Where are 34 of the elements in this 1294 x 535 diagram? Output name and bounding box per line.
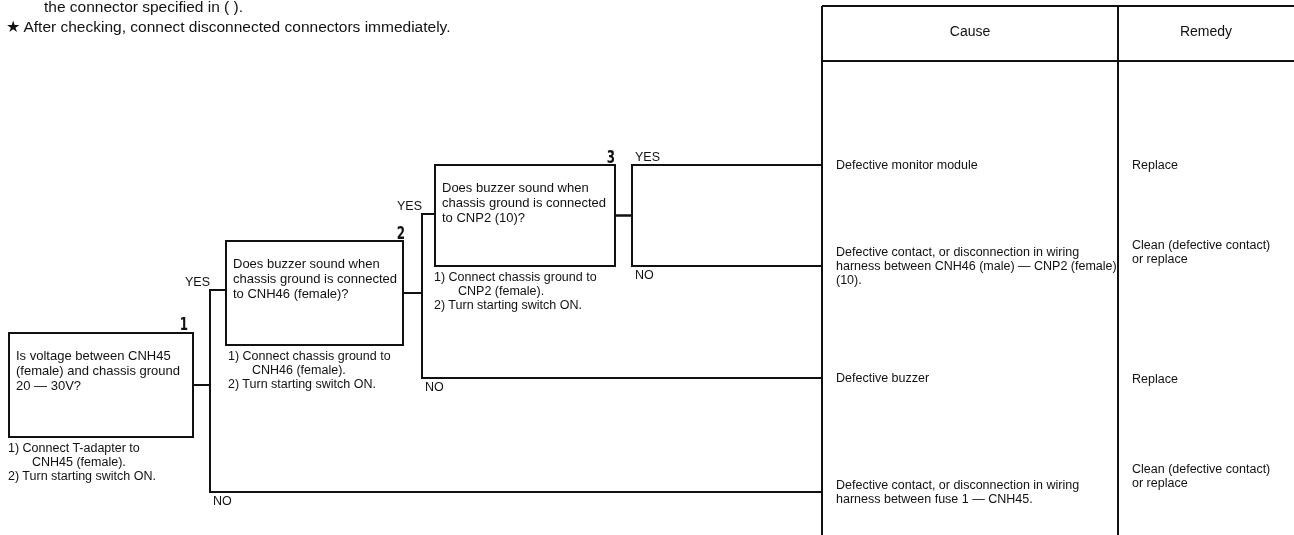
remedy-text: Replace <box>1132 158 1179 172</box>
step-number: 1 <box>178 314 188 334</box>
edge-label: NO <box>212 495 233 508</box>
decision-box <box>225 240 404 346</box>
question-text: Is voltage between CNH45 (female) and chassis ground 20 — 30V? <box>16 348 181 393</box>
decision-box <box>8 332 194 438</box>
instruction-text: 1) Connect T-adapter to CNH45 (female). <box>8 441 141 469</box>
instruction-text: 1) Connect chassis ground to CNH46 (female). <box>228 349 392 377</box>
cause-text: Defective monitor module <box>822 150 1118 180</box>
question-text: Does buzzer sound when chassis ground is connected to CNP2 (10)? <box>442 180 607 225</box>
edge-label: YES <box>184 276 211 289</box>
edge-label: NO <box>634 269 655 282</box>
note-text: the connector specified in ( ). <box>44 0 245 14</box>
cause-text: Defective buzzer <box>822 364 1118 392</box>
cause-text: Defective contact, or disconnection in wiring harness between CNH46 (male) — CNP2 (female) (10). <box>822 228 1118 304</box>
instruction-text: 2) Turn starting switch ON. <box>434 298 583 312</box>
edge-label: YES <box>634 151 661 164</box>
instruction-text: 1) Connect chassis ground to CNP2 (female). <box>434 270 598 298</box>
column-header: Remedy <box>1179 24 1233 38</box>
remedy-text: Replace <box>1132 372 1179 386</box>
decision-box <box>434 164 616 267</box>
column-header: Cause <box>949 24 991 38</box>
remedy-text: Clean (defective contact) or replace <box>1132 238 1272 266</box>
instruction-text: 2) Turn starting switch ON. <box>8 469 157 483</box>
remedy-text: Clean (defective contact) or replace <box>1132 462 1272 490</box>
note-text: ★ After checking, connect disconnected connectors immediately. <box>6 20 452 34</box>
edge-label: YES <box>396 200 423 213</box>
connector-line <box>615 214 823 267</box>
edge-label: NO <box>424 381 445 394</box>
cause-text: Defective contact, or disconnection in wiring harness between fuse 1 — CNH45. <box>822 452 1118 532</box>
instruction-text: 2) Turn starting switch ON. <box>228 377 377 391</box>
step-number: 3 <box>605 147 615 167</box>
step-number: 2 <box>395 223 405 243</box>
question-text: Does buzzer sound when chassis ground is connected to CNH46 (female)? <box>233 256 398 301</box>
